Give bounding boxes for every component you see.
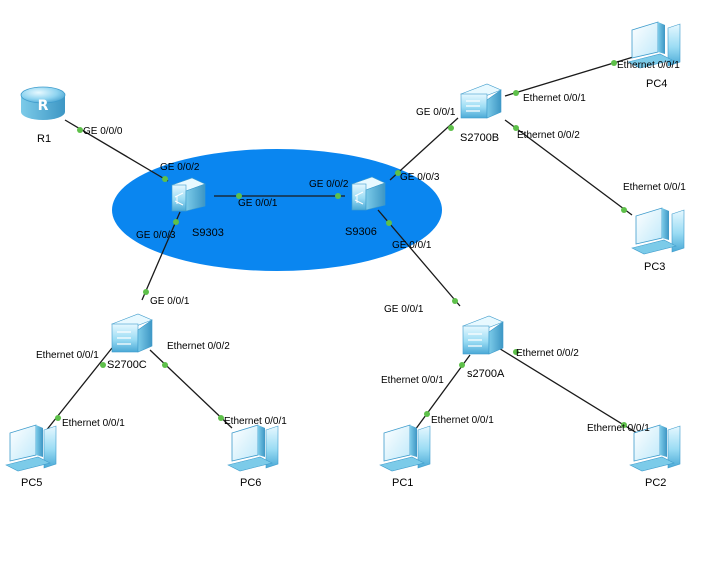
port-label: Ethernet 0/0/1 xyxy=(62,418,125,429)
port-label: GE 0/0/3 xyxy=(400,172,440,183)
switch-s2700a[interactable]: s2700A xyxy=(462,315,505,380)
port-dot xyxy=(100,362,106,368)
port-dot xyxy=(513,125,519,131)
port-dots xyxy=(55,60,627,428)
port-dot xyxy=(424,411,430,417)
port-label: Ethernet 0/0/1 xyxy=(523,93,586,104)
port-label: GE 0/0/2 xyxy=(160,162,200,173)
pc-icon xyxy=(379,424,431,472)
port-dot xyxy=(173,219,179,225)
pc-pc6[interactable]: PC6 xyxy=(227,424,279,489)
device-label: PC5 xyxy=(21,477,42,489)
port-dot xyxy=(162,176,168,182)
port-label: Ethernet 0/0/1 xyxy=(224,416,287,427)
core-switch-s9303[interactable]: S9303 xyxy=(171,177,224,239)
link-s2700b-pc3 xyxy=(504,119,633,216)
port-dot xyxy=(513,90,519,96)
port-dot xyxy=(162,362,168,368)
device-label: S9306 xyxy=(345,226,377,238)
pc-pc3[interactable]: PC3 xyxy=(631,207,685,273)
device-label: S9303 xyxy=(192,227,224,239)
device-label: PC6 xyxy=(240,477,261,489)
port-dot xyxy=(218,415,224,421)
pc-pc5[interactable]: PC5 xyxy=(5,424,57,489)
port-label: GE 0/0/1 xyxy=(384,304,424,315)
svg-text:R: R xyxy=(38,98,49,114)
pc-pc1[interactable]: PC1 xyxy=(379,424,431,489)
core-switch-s9306[interactable]: S9306 xyxy=(345,176,386,238)
switch-icon xyxy=(111,313,153,353)
port-label: GE 0/0/1 xyxy=(416,107,456,118)
port-dot xyxy=(448,125,454,131)
port-label: Ethernet 0/0/2 xyxy=(516,348,579,359)
pc-icon xyxy=(5,424,57,472)
device-label: S2700B xyxy=(460,132,499,144)
port-label: GE 0/0/2 xyxy=(309,179,349,190)
port-label: Ethernet 0/0/1 xyxy=(623,182,686,193)
port-dot xyxy=(77,127,83,133)
port-label: Ethernet 0/0/1 xyxy=(431,415,494,426)
port-dot xyxy=(513,349,519,355)
port-label: Ethernet 0/0/1 xyxy=(617,60,680,71)
switch-s2700c[interactable]: S2700C xyxy=(107,313,153,371)
device-label: PC1 xyxy=(392,477,413,489)
pc-icon xyxy=(627,21,681,69)
link-s9306-s2700b xyxy=(389,117,459,181)
pc-pc4[interactable]: PC4 xyxy=(627,21,681,90)
link-s9303-s2700c xyxy=(141,211,181,301)
port-label: GE 0/0/1 xyxy=(392,240,432,251)
pc-icon xyxy=(629,424,681,472)
switch-icon xyxy=(462,315,504,355)
port-label: Ethernet 0/0/2 xyxy=(167,341,230,352)
switch-s2700b[interactable]: S2700B xyxy=(460,83,502,144)
port-dot xyxy=(386,220,392,226)
port-label: Ethernet 0/0/1 xyxy=(587,423,650,434)
port-dot xyxy=(621,207,627,213)
port-label: Ethernet 0/0/1 xyxy=(381,375,444,386)
core-switch-icon xyxy=(171,177,206,212)
port-dot xyxy=(621,422,627,428)
pc-icon xyxy=(227,424,279,472)
port-label: GE 0/0/3 xyxy=(136,230,176,241)
port-labels: GE 0/0/0 GE 0/0/2 GE 0/0/1 GE 0/0/2 GE 0… xyxy=(36,60,686,434)
port-label: GE 0/0/1 xyxy=(238,198,278,209)
device-label: R1 xyxy=(37,133,51,145)
port-dot xyxy=(236,193,242,199)
router-icon: R xyxy=(20,86,66,120)
port-dot xyxy=(55,415,61,421)
port-label: Ethernet 0/0/1 xyxy=(36,350,99,361)
link-s2700b-pc4 xyxy=(504,54,641,97)
router-r1[interactable]: R R1 xyxy=(20,86,66,145)
port-dot xyxy=(335,193,341,199)
device-label: s2700A xyxy=(467,368,505,380)
device-label: PC2 xyxy=(645,477,666,489)
port-label: GE 0/0/0 xyxy=(83,126,123,137)
port-dot xyxy=(143,289,149,295)
port-label: Ethernet 0/0/2 xyxy=(517,130,580,141)
port-label: GE 0/0/1 xyxy=(150,296,190,307)
link-s9306-s2700a xyxy=(377,209,461,307)
core-switch-icon xyxy=(351,176,386,211)
pc-pc2[interactable]: PC2 xyxy=(629,424,681,489)
switch-icon xyxy=(460,83,502,119)
device-label: PC4 xyxy=(646,78,667,90)
pc-icon xyxy=(631,207,685,255)
port-dot xyxy=(611,60,617,66)
port-dot xyxy=(452,298,458,304)
device-label: PC3 xyxy=(644,261,665,273)
link-s2700a-pc2 xyxy=(496,346,641,436)
device-label: S2700C xyxy=(107,359,147,371)
port-dot xyxy=(395,170,401,176)
port-dot xyxy=(459,362,465,368)
